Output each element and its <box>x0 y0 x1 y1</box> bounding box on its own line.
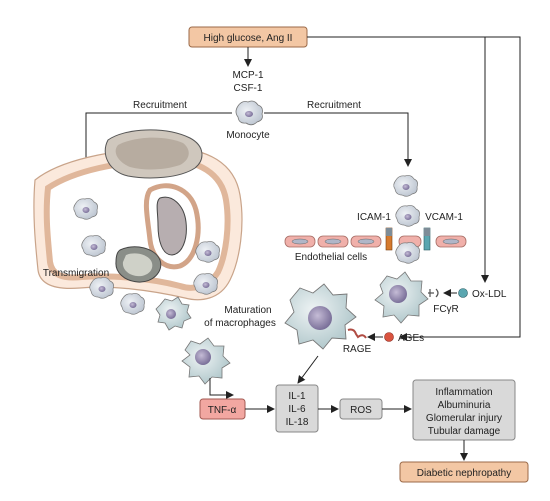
rage-label: RAGE <box>343 344 372 355</box>
ages-ball <box>384 332 394 342</box>
diabetic-nephropathy-box <box>399 461 529 483</box>
diabetic-nephropathy-label: Diabetic nephropathy <box>417 468 512 479</box>
il1-label: IL-1 <box>288 391 306 402</box>
fcgr-label: FCγR <box>433 304 459 315</box>
glomerulus-illustration <box>33 129 243 315</box>
maturation-label-2: of macrophages <box>204 318 276 329</box>
mcp1-label: MCP-1 <box>232 70 264 81</box>
monocyte-endothelial-2 <box>395 205 420 227</box>
endothelial-cells-label: Endothelial cells <box>295 252 367 263</box>
macrophage-tnf-producer <box>181 337 231 385</box>
macrophage-fcgr <box>374 271 439 324</box>
oxldl-ball <box>458 288 468 298</box>
outcome-tubular-damage: Tubular damage <box>428 426 501 437</box>
high-glucose-label: High glucose, Ang II <box>204 33 293 44</box>
il6-label: IL-6 <box>288 404 306 415</box>
outcome-albuminuria: Albuminuria <box>438 400 491 411</box>
ros-label: ROS <box>350 405 372 416</box>
arrow-macrophage-to-il <box>297 355 319 384</box>
csf1-label: CSF-1 <box>234 83 263 94</box>
maturation-label-1: Maturation <box>224 305 271 316</box>
monocyte-label: Monocyte <box>226 130 270 141</box>
vcam-label: VCAM-1 <box>425 212 463 223</box>
macrophage-small-left <box>155 296 192 331</box>
endothelial-layer <box>284 227 467 251</box>
tnf-label: TNF-α <box>208 405 237 416</box>
icam-label: ICAM-1 <box>357 212 391 223</box>
arrow-glucose-to-ages <box>307 36 521 341</box>
outcome-inflammation: Inflammation <box>435 387 492 398</box>
outcome-glomerular-injury: Glomerular injury <box>426 413 502 424</box>
monocyte-endothelial-3 <box>395 242 420 264</box>
recruitment-right-label: Recruitment <box>307 100 361 111</box>
transmigration-label: Transmigration <box>43 268 109 279</box>
oxldl-label: Ox-LDL <box>472 289 507 300</box>
ages-label: AGEs <box>398 333 424 344</box>
monocyte-cell <box>235 100 263 126</box>
arrow-macrophage-to-tnf <box>209 378 234 399</box>
arrow-recruitment-right <box>264 112 412 167</box>
macrophage-large <box>284 283 367 350</box>
monocyte-endothelial-1 <box>393 175 418 197</box>
recruitment-left-label: Recruitment <box>133 100 187 111</box>
il18-label: IL-18 <box>286 417 309 428</box>
